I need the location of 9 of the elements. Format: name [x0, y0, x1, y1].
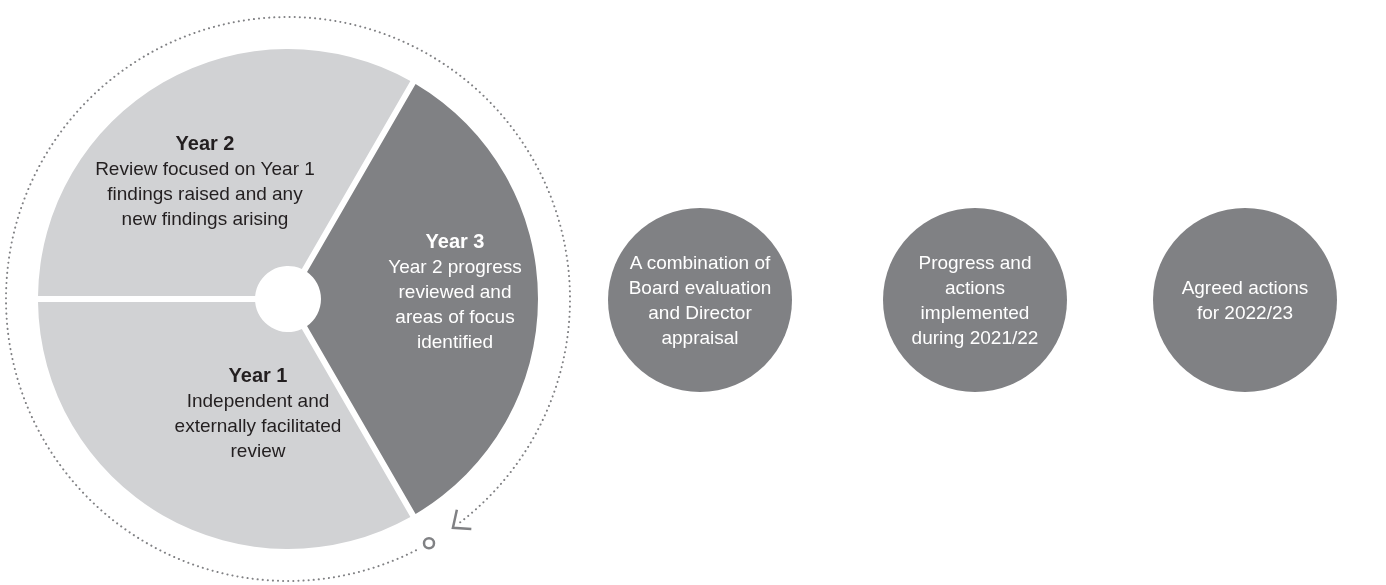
sector-heading: Year 2 [175, 131, 235, 156]
circle-text: Agreed actions for 2022/23 [1180, 276, 1310, 325]
sector-heading: Year 1 [228, 363, 288, 388]
sector-text: Year 2 progress reviewed and areas of focus identified [387, 255, 523, 354]
sector-text: Independent and externally facilitated review [173, 389, 343, 463]
circle-text: Progress and actions implemented during 2021/22 [910, 251, 1040, 350]
sector-heading: Year 3 [425, 229, 485, 254]
sector-text: Review focused on Year 1 findings raised and any new findings arising [94, 157, 316, 231]
circle-text: A combination of Board evaluation and Director appraisal [627, 251, 773, 350]
